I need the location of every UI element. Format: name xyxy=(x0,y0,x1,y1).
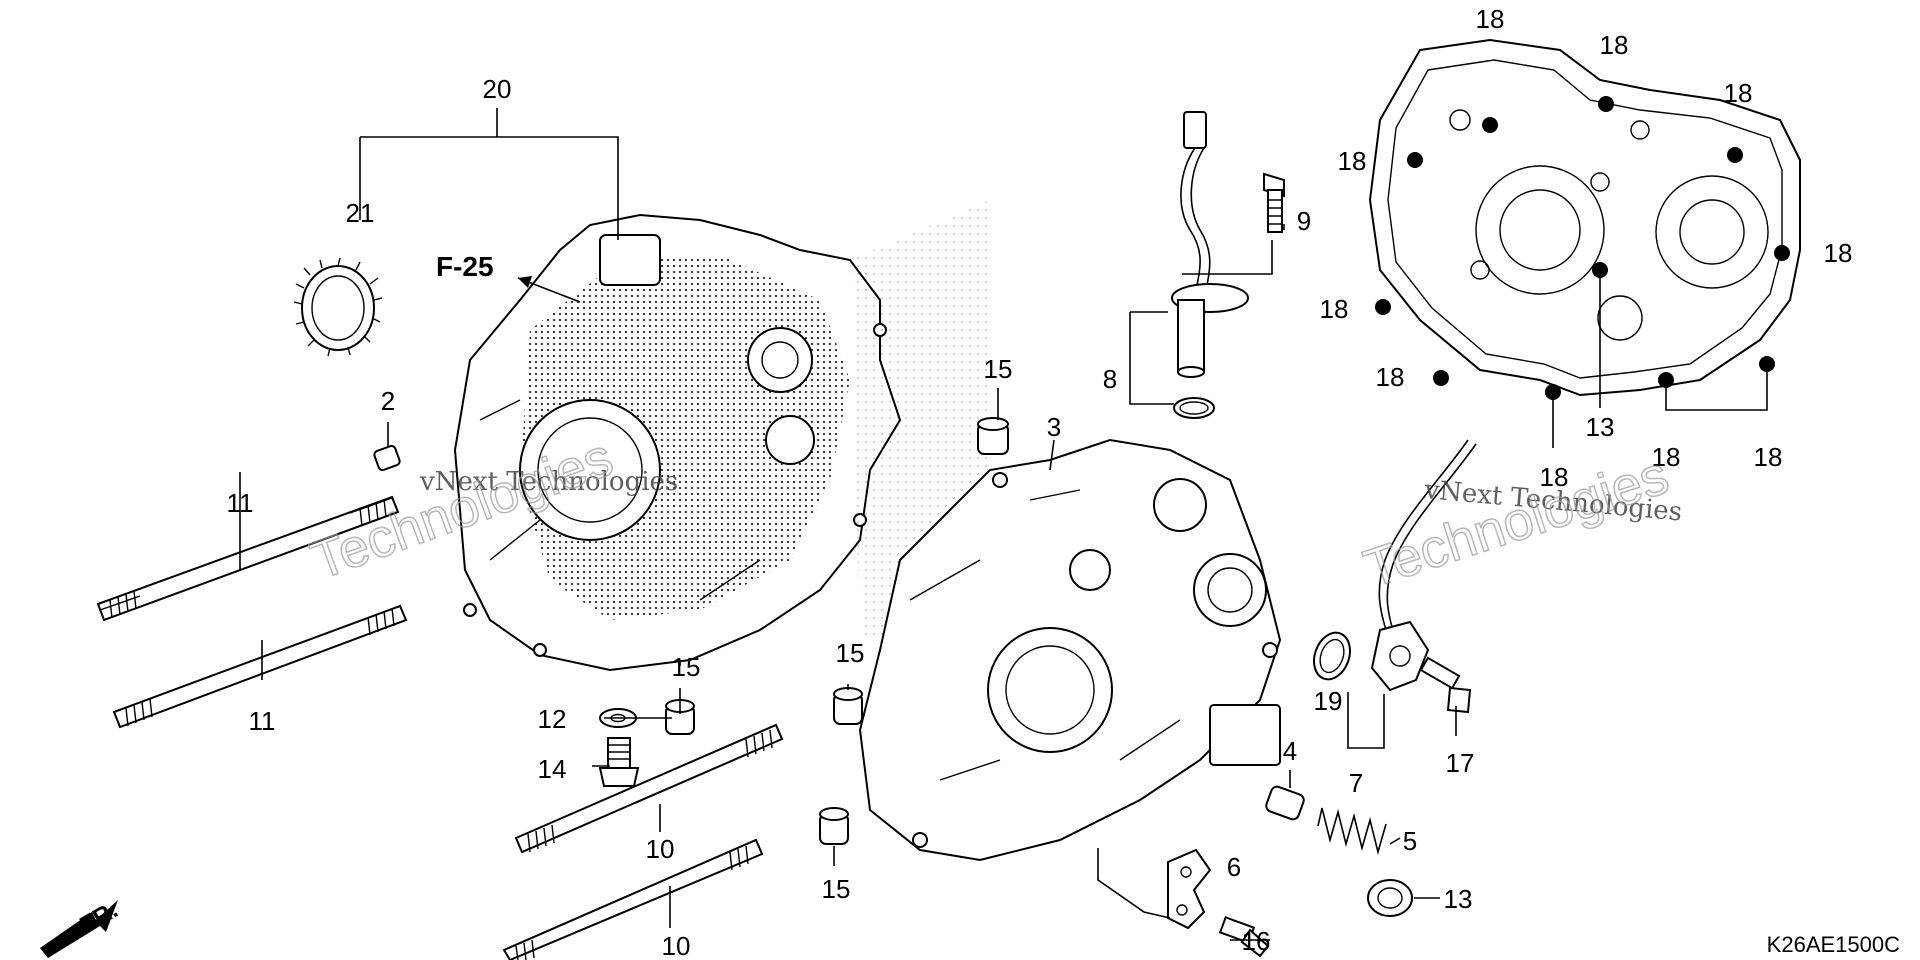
callout-4: 4 xyxy=(1283,736,1297,766)
left-crankcase[interactable] xyxy=(453,213,902,672)
callout-21: 21 xyxy=(346,198,375,228)
bolt-17[interactable] xyxy=(1419,656,1472,714)
dowel-15-right[interactable] xyxy=(833,687,863,725)
stud-bolt-11-lower[interactable] xyxy=(112,604,408,729)
stopper-arm-6[interactable] xyxy=(1167,848,1212,930)
callout-10-lower: 10 xyxy=(662,931,691,960)
stud-bolt-11-upper[interactable] xyxy=(96,495,400,622)
sensor-7[interactable] xyxy=(1370,439,1477,692)
callout-17: 17 xyxy=(1446,748,1475,778)
gasket[interactable] xyxy=(1368,38,1801,400)
callout-10-upper: 10 xyxy=(646,834,675,864)
forward-ref-arrowhead xyxy=(518,276,532,288)
callout-18-c: 18 xyxy=(1724,78,1753,108)
callout-13-lower: 13 xyxy=(1444,884,1473,914)
callout-18-h: 18 xyxy=(1540,462,1569,492)
dowel-15-top[interactable] xyxy=(977,417,1009,455)
callout-18-a: 18 xyxy=(1476,4,1505,34)
callout-3: 3 xyxy=(1047,412,1061,442)
callout-9: 9 xyxy=(1297,206,1311,236)
callout-7: 7 xyxy=(1349,768,1363,798)
callout-12: 12 xyxy=(538,704,567,734)
callout-18-g: 18 xyxy=(1376,362,1405,392)
callout-7-bracket xyxy=(1347,692,1385,749)
o-ring-8[interactable] xyxy=(1173,397,1215,419)
callout-15-right: 15 xyxy=(836,638,865,668)
callout-6: 6 xyxy=(1227,852,1241,882)
leader-lines xyxy=(239,224,1457,941)
callout-18-i: 18 xyxy=(1652,442,1681,472)
callout-5: 5 xyxy=(1403,826,1417,856)
callout-11-lower: 11 xyxy=(249,706,276,736)
drawing-code: K26AE1500C xyxy=(1767,932,1900,957)
dowel-15-bottom[interactable] xyxy=(819,807,849,845)
spring-5[interactable] xyxy=(1317,807,1387,856)
plunger-4[interactable] xyxy=(1265,785,1306,821)
callout-15-bottom: 15 xyxy=(822,874,851,904)
callout-20: 20 xyxy=(483,74,512,104)
callout-2: 2 xyxy=(381,386,395,416)
callout-15-top: 15 xyxy=(984,354,1013,384)
callout-20-bracket xyxy=(359,108,619,240)
callout-14: 14 xyxy=(538,754,567,784)
forward-ref-label: F-25 xyxy=(436,251,494,282)
dowel-pin-2[interactable] xyxy=(373,422,401,472)
right-crankcase-3[interactable] xyxy=(858,438,1282,862)
callout-15-mid: 15 xyxy=(672,652,701,682)
callout-8: 8 xyxy=(1103,364,1117,394)
bolt-9[interactable] xyxy=(1263,172,1285,233)
callout-18-leaders xyxy=(1552,270,1768,448)
front-direction-marker: FR. xyxy=(40,896,122,958)
callout-18-b: 18 xyxy=(1600,30,1629,60)
callout-6-leader xyxy=(1097,848,1171,919)
sensor-assembly-8[interactable] xyxy=(1171,111,1249,378)
callout-18-e: 18 xyxy=(1824,238,1853,268)
callout-16: 16 xyxy=(1242,926,1271,956)
callout-18-d: 18 xyxy=(1338,146,1367,176)
gear-21[interactable] xyxy=(293,257,383,357)
stud-bolt-10-upper[interactable] xyxy=(514,723,784,854)
callout-11-upper: 11 xyxy=(227,488,254,518)
oil-seal-13[interactable] xyxy=(1367,879,1413,917)
callout-18-f: 18 xyxy=(1320,294,1349,324)
watermark-left: vNext Technologies xyxy=(419,467,678,497)
stud-bolt-10-lower[interactable] xyxy=(502,838,764,960)
drain-bolt-14[interactable] xyxy=(598,737,640,787)
callout-19: 19 xyxy=(1314,686,1343,716)
callout-8-9-bracket xyxy=(1129,240,1273,405)
o-ring-19[interactable] xyxy=(1308,628,1356,685)
callout-13-upper: 13 xyxy=(1586,412,1615,442)
callout-18-j: 18 xyxy=(1754,442,1783,472)
